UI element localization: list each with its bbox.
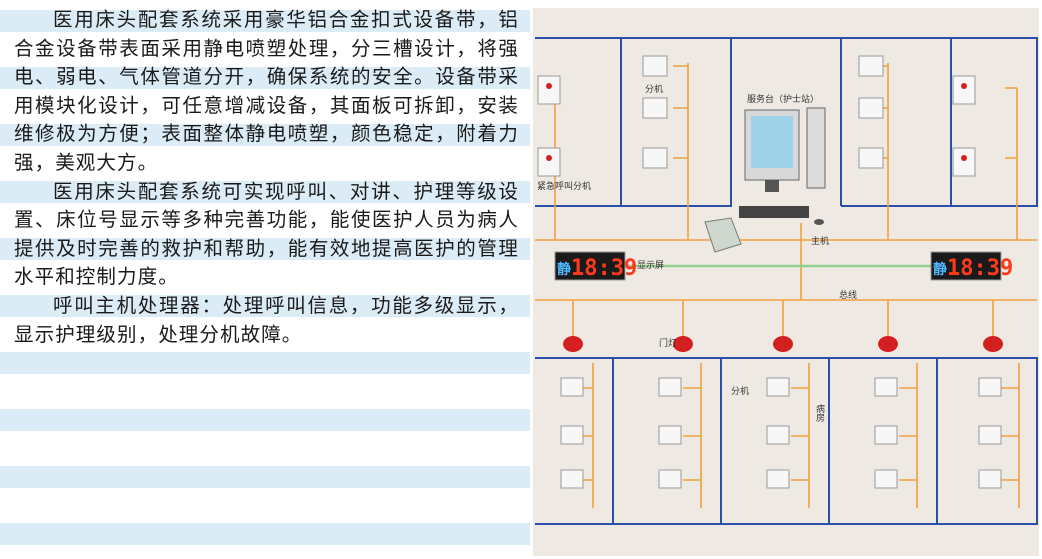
extension-unit — [874, 469, 898, 489]
label-bus: 总线 — [839, 289, 857, 301]
emergency-buttons — [537, 75, 976, 177]
drop — [683, 387, 701, 481]
extension-unit — [766, 377, 790, 397]
door-light — [983, 336, 1003, 352]
emergency-call-button — [952, 147, 976, 177]
extension-unit — [874, 425, 898, 445]
label-service-desk: 服务台（护士站） — [747, 93, 819, 105]
extension-unit — [858, 147, 884, 169]
extension-unit — [858, 97, 884, 119]
emergency-call-button — [537, 75, 561, 105]
extension-unit — [766, 469, 790, 489]
label-extension-top: 分机 — [645, 83, 663, 95]
drop — [1001, 387, 1019, 481]
display-prefix: 静 — [557, 261, 571, 278]
stripe — [0, 181, 530, 203]
bottom-extensions — [560, 377, 1002, 489]
wall — [621, 37, 732, 207]
wall — [937, 357, 1038, 525]
stripe — [0, 409, 530, 431]
stripe — [0, 10, 530, 32]
computer-tower — [806, 107, 826, 189]
stripe — [0, 295, 530, 317]
label-extension-bottom: 分机 — [731, 385, 749, 397]
drop — [791, 387, 809, 481]
text-panel: 医用床头配套系统采用豪华铝合金扣式设备带，铝合金设备带表面采用静电喷塑处理，分三… — [0, 6, 530, 545]
drop — [583, 387, 593, 481]
extension-unit — [642, 147, 668, 169]
phone — [704, 217, 742, 253]
paragraph-2: 医用床头配套系统可实现呼叫、对讲、护理等级设置、床位号显示等多种完善功能，能使医… — [14, 179, 519, 289]
emergency-indicator — [961, 83, 967, 89]
system-diagram: 静 18:39 静 18:39 分机 服务台（护士站） 紧急呼叫分机 显示屏 主 — [533, 8, 1039, 556]
extension-unit — [642, 97, 668, 119]
extension-unit — [978, 469, 1002, 489]
paragraph-3: 呼叫主机处理器：处理呼叫信息，功能多级显示，显示护理级别，处理分机故障。 — [14, 293, 519, 346]
emergency-indicator — [546, 155, 552, 161]
label-door-light: 门灯 — [659, 337, 677, 349]
display-time: 18:39 — [947, 256, 1013, 281]
wall — [535, 357, 614, 525]
extension-unit — [658, 377, 682, 397]
bottom-room-walls — [535, 357, 1038, 525]
emergency-indicator — [546, 83, 552, 89]
stripe — [0, 67, 530, 89]
wall — [535, 37, 622, 207]
emergency-indicator — [961, 155, 967, 161]
label-host: 主机 — [811, 235, 829, 247]
extension-unit — [560, 469, 584, 489]
door-lights — [563, 336, 1003, 352]
wall — [613, 357, 722, 525]
extension-unit — [978, 377, 1002, 397]
nurse-station-computer — [704, 107, 826, 253]
stripe — [0, 238, 530, 260]
extension-unit — [642, 55, 668, 77]
label-emergency-extension: 紧急呼叫分机 — [537, 180, 591, 192]
wall — [841, 37, 952, 207]
monitor-screen — [751, 116, 793, 168]
extension-unit — [560, 425, 584, 445]
text-body: 医用床头配套系统采用豪华铝合金扣式设备带，铝合金设备带表面采用静电喷塑处理，分三… — [14, 6, 519, 349]
label-ward: 病房 — [814, 403, 825, 423]
door-light — [773, 336, 793, 352]
stripe — [0, 352, 530, 374]
extension-unit — [658, 469, 682, 489]
drop — [673, 65, 688, 159]
emergency-call-button — [952, 75, 976, 105]
riser — [682, 300, 702, 508]
wall — [829, 357, 938, 525]
door-light — [563, 336, 583, 352]
extension-unit — [874, 377, 898, 397]
display-prefix: 静 — [933, 261, 947, 278]
display-frame — [930, 251, 1002, 281]
top-extensions — [642, 55, 884, 169]
wall — [951, 37, 1038, 207]
emergency-call-button — [537, 147, 561, 177]
drop — [899, 387, 917, 481]
label-display-screen: 显示屏 — [637, 260, 664, 271]
stripe — [0, 523, 530, 545]
door-light — [673, 336, 693, 352]
led-display-right: 静 18:39 — [930, 251, 1013, 281]
display-time: 18:39 — [571, 256, 637, 281]
stripe — [0, 124, 530, 146]
keyboard — [739, 206, 809, 218]
mouse — [814, 219, 824, 225]
led-display-left: 静 18:39 — [554, 251, 637, 281]
extension-unit — [560, 377, 584, 397]
extension-unit — [658, 425, 682, 445]
bus-wiring — [535, 63, 1037, 508]
extension-unit — [858, 55, 884, 77]
door-light — [878, 336, 898, 352]
paragraph-1: 医用床头配套系统采用豪华铝合金扣式设备带，铝合金设备带表面采用静电喷塑处理，分三… — [14, 8, 519, 174]
monitor-stand — [765, 180, 779, 192]
top-room-walls — [535, 37, 1038, 207]
extension-unit — [766, 425, 790, 445]
display-frame — [554, 251, 626, 281]
extension-unit — [978, 425, 1002, 445]
wall — [721, 357, 830, 525]
stripe — [0, 466, 530, 488]
drop — [1005, 87, 1017, 159]
